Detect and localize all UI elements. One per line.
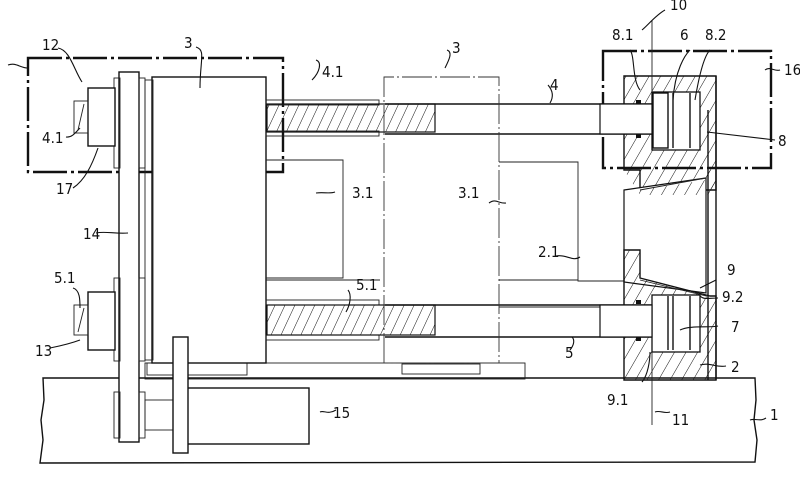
platen-left-3-1 [266, 159, 380, 281]
label-10: 10 [670, 0, 687, 14]
label-16: 16 [784, 61, 800, 79]
leader-lines [7, 9, 781, 421]
label-2-1: 2.1 [538, 243, 559, 261]
pulley-13 [73, 291, 116, 351]
belt-14 [113, 71, 146, 443]
carriage-plate [144, 362, 526, 380]
label-9-1: 9.1 [607, 391, 628, 409]
label-4: 4 [550, 76, 559, 94]
spindle-5-1 [265, 299, 436, 341]
mounting-plate-3 [151, 76, 267, 364]
label-4-1-mid: 4.1 [322, 63, 343, 81]
label-8-1: 8.1 [612, 26, 633, 44]
label-3-left: 3 [184, 34, 193, 52]
label-1: 1 [770, 406, 779, 424]
label-5-1-mid: 5.1 [356, 276, 377, 294]
label-3-1-mid: 3.1 [458, 184, 479, 202]
label-8: 8 [778, 132, 787, 150]
motor-15 [144, 336, 310, 454]
label-7: 7 [731, 318, 740, 336]
label-3-1-left: 3.1 [352, 184, 373, 202]
moving-platen-3 [383, 76, 500, 364]
label-5: 5 [565, 344, 574, 362]
label-2: 2 [731, 358, 740, 376]
stationary-platen-2 [599, 20, 717, 425]
label-6: 6 [680, 26, 689, 44]
label-9: 9 [727, 261, 736, 279]
label-14: 14 [83, 225, 100, 243]
label-12: 12 [42, 36, 59, 54]
label-13: 13 [35, 342, 52, 360]
reference-labels: 12 3 4.1 17 14 5.1 13 4.1 3 4 3.1 3.1 2.… [35, 0, 800, 429]
mold-2-1 [499, 161, 630, 308]
label-9-2: 9.2 [722, 288, 743, 306]
label-5-1-left: 5.1 [54, 269, 75, 287]
label-8-2: 8.2 [705, 26, 726, 44]
label-15: 15 [333, 404, 350, 422]
pulley-17 [73, 87, 116, 147]
label-11: 11 [672, 411, 689, 429]
machine-base [39, 377, 758, 464]
label-4-1-left: 4.1 [42, 129, 63, 147]
spindle-4-1 [265, 99, 436, 137]
label-17: 17 [56, 180, 73, 198]
label-3-mid: 3 [452, 39, 461, 57]
